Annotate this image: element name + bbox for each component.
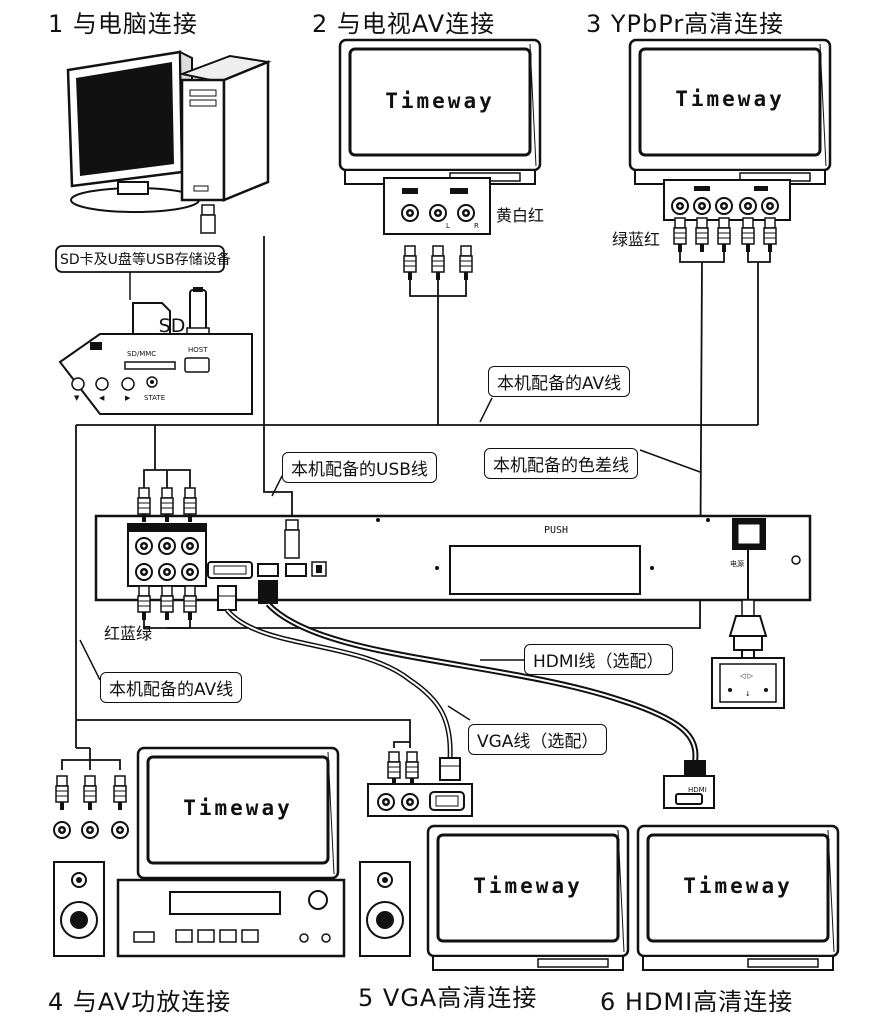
svg-text:R: R [474, 222, 479, 230]
title-pc: 1 与电脑连接 [48, 10, 198, 38]
amp-rca-2 [83, 775, 97, 811]
tv-av-jack-panel: L R [383, 177, 491, 235]
sd-card-label: SD [159, 315, 186, 337]
vga-cable-callout: VGA线（选配） [468, 724, 608, 755]
player-rear-panel: 电源 [94, 514, 812, 602]
player-hdmi-plug [258, 580, 278, 604]
tv-ypbpr-jack-panel [663, 179, 791, 221]
vga-tv-vga-plug [439, 757, 461, 781]
right-speaker [359, 861, 411, 957]
svg-text:◀: ◀ [99, 394, 105, 402]
svg-text:▶: ▶ [125, 394, 131, 402]
player-av-cable-split [143, 469, 191, 488]
amp-rca-1 [55, 775, 69, 811]
rca-plug-white [431, 245, 445, 281]
av-cable-top [409, 280, 467, 425]
red-blue-green-label: 红蓝绿 [104, 624, 153, 643]
vga-tv-plugs [393, 741, 410, 748]
brand-tv-ypbpr: Timeway [675, 87, 785, 111]
hdmi-tv-plug [663, 760, 715, 809]
title-ypbpr: 3 YPbPr高清连接 [586, 10, 785, 38]
yellow-white-red-label: 黄白红 [496, 206, 545, 225]
svg-text:L: L [446, 222, 450, 230]
left-speaker [53, 861, 105, 957]
power-cable [728, 550, 768, 660]
amp-av-cable [61, 719, 411, 770]
av-cable-callout-top: 本机配备的AV线 [488, 366, 631, 397]
usb-stick [186, 287, 210, 337]
push-label: PUSH [544, 525, 568, 536]
title-hdmi: 6 HDMI高清连接 [600, 988, 794, 1016]
component-plug-blue [695, 217, 709, 253]
vga-hdmi-cables [225, 601, 699, 769]
amp-jack-1 [53, 821, 71, 839]
player-comp-plug-3 [183, 585, 197, 621]
amp-jack-3 [111, 821, 129, 839]
green-blue-red-label: 绿蓝红 [612, 230, 661, 249]
brand-tv-hdmi: Timeway [683, 874, 793, 898]
svg-text:STATE: STATE [144, 394, 165, 402]
component-cable-callout: 本机配备的色差线 [484, 448, 638, 479]
svg-text:HOST: HOST [188, 346, 208, 354]
pc-monitor [66, 50, 200, 213]
audio-plug-r [763, 217, 777, 253]
svg-text:电源: 电源 [730, 559, 744, 568]
svg-text:◁ ▷: ◁ ▷ [740, 672, 754, 680]
tv-screen-hdmi [636, 824, 840, 972]
tv-screen-vga [426, 824, 630, 972]
vga-tv-rca-l [387, 751, 401, 787]
svg-text:↓: ↓ [745, 690, 751, 698]
component-plug-red [717, 217, 731, 253]
sd-usb-callout-box [55, 245, 225, 273]
title-amp: 4 与AV功放连接 [48, 988, 232, 1016]
sd-usb-label: SD卡及U盘等USB存储设备 [60, 252, 231, 268]
pc-tower [178, 54, 272, 202]
usb-cable-callout: 本机配备的USB线 [282, 452, 437, 483]
player-front-panel: SD/MMC HOST ▼ ◀ ▶ STATE [58, 333, 253, 415]
player-vga-plug [217, 585, 237, 611]
brand-tv-amp: Timeway [183, 796, 293, 820]
tv-screen-ypbpr [628, 38, 832, 186]
hdmi-cable-callout: HDMI线（选配） [524, 644, 673, 675]
vga-tv-rca-r [405, 751, 419, 787]
amp-rca-3 [113, 775, 127, 811]
title-vga: 5 VGA高清连接 [358, 984, 538, 1012]
av-cable-bus [75, 236, 758, 748]
title-tv-av: 2 与电视AV连接 [312, 10, 496, 38]
rca-plug-red [459, 245, 473, 281]
usb-plug-player [284, 519, 300, 559]
hdmi-port-label: HDMI [688, 786, 707, 794]
player-comp-plug-1 [137, 585, 151, 621]
callout-pointers [79, 272, 701, 721]
audio-plug-l [741, 217, 755, 253]
wall-socket: ◁ ▷ ↓ [711, 657, 785, 709]
svg-text:SD/MMC: SD/MMC [127, 350, 156, 358]
av-amplifier [116, 878, 346, 958]
rca-plug-yellow [403, 245, 417, 281]
amp-jack-2 [81, 821, 99, 839]
component-plug-green [673, 217, 687, 253]
tv-screen-amp [136, 746, 340, 894]
brand-tv-vga: Timeway [473, 874, 583, 898]
component-cable [143, 618, 701, 629]
svg-text:▼: ▼ [74, 394, 80, 402]
vga-tv-jack-panel [367, 783, 473, 817]
av-cable-callout-bottom: 本机配备的AV线 [100, 672, 243, 703]
usb-plug-pc [200, 204, 216, 234]
brand-tv-av: Timeway [385, 89, 495, 113]
player-comp-plug-2 [160, 585, 174, 621]
